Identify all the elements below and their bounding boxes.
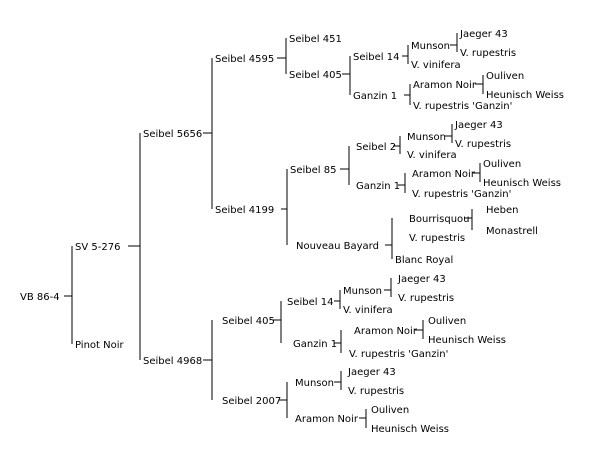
node-labels: VB 86-4 SV 5-276 Pinot Noir Seibel 5656 …	[20, 29, 564, 435]
node-seibel405-upper: Seibel 405	[289, 70, 342, 81]
node-jaeger43-lower: Jaeger 43	[397, 274, 446, 285]
node-seibel405-lower: Seibel 405	[222, 316, 275, 327]
node-heunisch-mid: Heunisch Weiss	[483, 178, 561, 189]
node-ouliven-upper: Ouliven	[486, 71, 524, 82]
node-vvinifera-mid: V. vinifera	[407, 150, 457, 161]
node-munson-mid: Munson	[407, 132, 446, 143]
node-munson-upper: Munson	[411, 41, 450, 52]
connector-lines	[64, 33, 484, 428]
node-munson-lower: Munson	[343, 286, 382, 297]
node-heunisch-2007: Heunisch Weiss	[371, 424, 449, 435]
node-seibel4595: Seibel 4595	[215, 54, 274, 65]
node-seibel2007: Seibel 2007	[222, 396, 281, 407]
node-vrupestris-nb: V. rupestris	[409, 233, 465, 244]
node-seibel85: Seibel 85	[290, 165, 336, 176]
node-seibel14-lower: Seibel 14	[287, 297, 333, 308]
node-ouliven-lower: Ouliven	[428, 316, 466, 327]
node-monastrell: Monastrell	[486, 226, 538, 237]
node-vrup-ganzin-lower: V. rupestris 'Ganzin'	[349, 349, 448, 360]
node-jaeger43-2007: Jaeger 43	[347, 367, 396, 378]
node-seibel5656: Seibel 5656	[143, 129, 202, 140]
node-nouveau-bayard: Nouveau Bayard	[296, 241, 379, 252]
node-heunisch-lower: Heunisch Weiss	[428, 335, 506, 346]
node-aramon-mid: Aramon Noir	[412, 169, 476, 180]
node-seibel451: Seibel 451	[289, 34, 342, 45]
node-ouliven-2007: Ouliven	[371, 405, 409, 416]
node-vrupestris-2007: V. rupestris	[348, 386, 404, 397]
node-sv5276: SV 5-276	[75, 242, 120, 253]
node-seibel4199: Seibel 4199	[215, 205, 274, 216]
node-root: VB 86-4	[20, 292, 60, 303]
node-jaeger43-upper: Jaeger 43	[459, 29, 508, 40]
node-aramon-2007: Aramon Noir	[295, 414, 359, 425]
node-vvinifera-lower: V. vinifera	[343, 305, 393, 316]
node-ganzin1-lower: Ganzin 1	[293, 339, 337, 350]
node-ganzin1-upper: Ganzin 1	[353, 91, 397, 102]
node-jaeger43-mid: Jaeger 43	[454, 120, 503, 131]
node-vrupestris-upper: V. rupestris	[460, 48, 516, 59]
node-seibel14-upper: Seibel 14	[353, 52, 399, 63]
node-ouliven-mid: Ouliven	[483, 159, 521, 170]
node-seibel4968: Seibel 4968	[143, 356, 202, 367]
node-pinot-noir: Pinot Noir	[75, 340, 125, 351]
node-vrup-ganzin-mid: V. rupestris 'Ganzin'	[412, 189, 511, 200]
node-blanc-royal: Blanc Royal	[395, 255, 453, 266]
node-heben: Heben	[486, 205, 519, 216]
node-vrupestris-lower: V. rupestris	[398, 293, 454, 304]
node-bourrisquou: Bourrisquou	[409, 214, 470, 225]
node-vvinifera-upper: V. vinifera	[411, 60, 461, 71]
node-aramon-upper: Aramon Noir	[413, 80, 477, 91]
node-heunisch-upper: Heunisch Weiss	[486, 90, 564, 101]
node-seibel2: Seibel 2	[356, 142, 396, 153]
node-vrupestris-mid: V. rupestris	[455, 139, 511, 150]
node-munson-2007: Munson	[295, 378, 334, 389]
node-vrup-ganzin-upper: V. rupestris 'Ganzin'	[413, 101, 512, 112]
node-aramon-lower: Aramon Noir	[354, 326, 418, 337]
node-ganzin1-mid: Ganzin 1	[356, 181, 400, 192]
